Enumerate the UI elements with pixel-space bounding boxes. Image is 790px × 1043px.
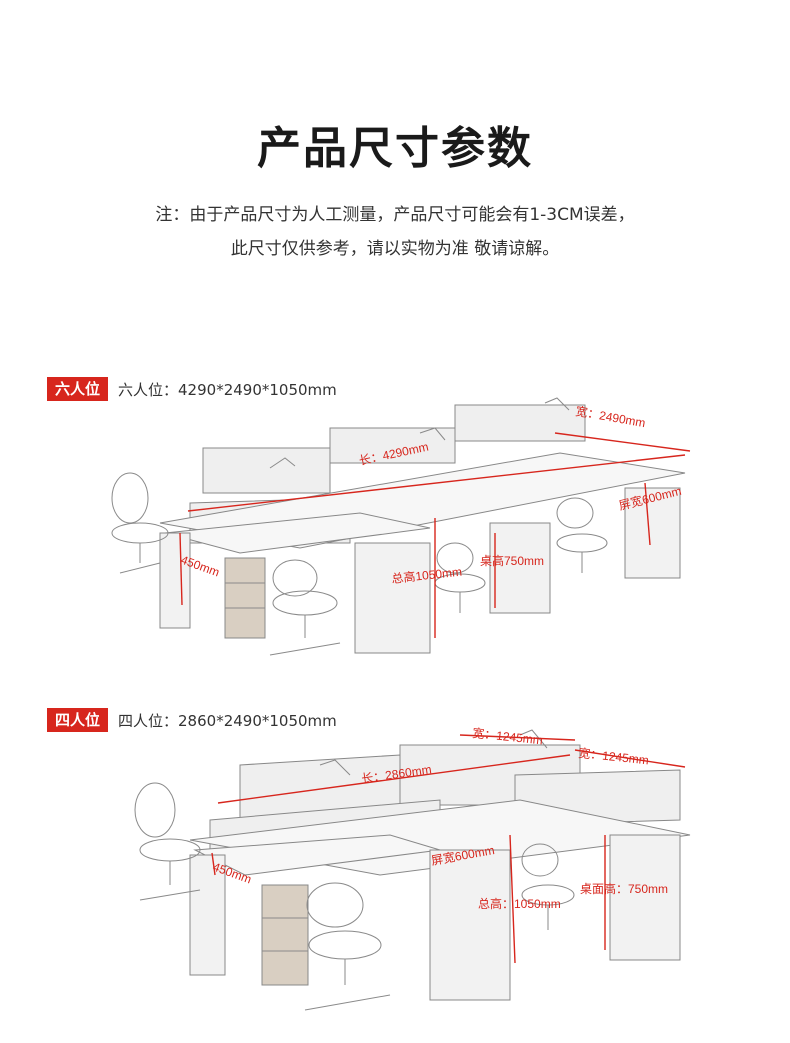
office-chair bbox=[556, 497, 608, 573]
desk-leg bbox=[159, 532, 191, 629]
desk-leg bbox=[429, 849, 511, 1001]
lamp bbox=[544, 397, 570, 411]
lamp bbox=[319, 759, 351, 776]
width-label-2: 宽：1245mm bbox=[578, 745, 650, 767]
office-chair bbox=[111, 472, 169, 574]
four-seat-badge: 四人位 bbox=[47, 708, 109, 732]
screen-panel bbox=[454, 404, 586, 442]
drawer-cabinet bbox=[224, 557, 266, 639]
office-chair bbox=[304, 882, 391, 1011]
measurement-note: 注：由于产品尺寸为人工测量，产品尺寸可能会有1-3CM误差， bbox=[155, 205, 635, 225]
page-title: 产品尺寸参数 bbox=[257, 123, 533, 174]
six-seat-badge: 六人位 bbox=[47, 377, 109, 401]
lamp bbox=[269, 457, 296, 469]
drawer-cabinet bbox=[261, 884, 309, 986]
desk-height-label: 桌面高：750mm bbox=[580, 881, 668, 896]
six-seat-header: 六人位 六人位：4290*2490*1050mm bbox=[47, 377, 337, 401]
six-seat-workstation-illustration: 长：4290mm 宽：2490mm 屏宽600mm 总高1050mm 桌高750… bbox=[111, 397, 691, 656]
four-seat-header: 四人位 四人位：2860*2490*1050mm bbox=[47, 708, 337, 732]
total-height-label: 总高：1050mm bbox=[478, 896, 561, 911]
lamp bbox=[419, 427, 446, 441]
four-seat-workstation-illustration: 长：2860mm 宽：1245mm 宽：1245mm 屏宽600mm 总高：10… bbox=[134, 725, 691, 1011]
desk-leg bbox=[624, 487, 681, 579]
width-label-1: 宽：1245mm bbox=[472, 725, 544, 747]
screen-panel bbox=[202, 447, 331, 494]
office-chair bbox=[521, 843, 575, 930]
screen-panel bbox=[329, 427, 456, 464]
desk-leg bbox=[354, 542, 431, 654]
desk-leg bbox=[609, 834, 681, 961]
total-height-label: 总高1050mm bbox=[391, 564, 463, 586]
desk-leg bbox=[489, 522, 551, 614]
office-chair bbox=[134, 782, 201, 901]
desk-leg bbox=[189, 854, 226, 976]
four-seat-spec: 四人位：2860*2490*1050mm bbox=[118, 711, 337, 730]
lamp bbox=[519, 729, 548, 749]
office-chair bbox=[269, 559, 341, 656]
desk-top bbox=[164, 512, 431, 554]
desk-height-label: 桌高750mm bbox=[480, 553, 544, 568]
six-seat-spec: 六人位：4290*2490*1050mm bbox=[118, 380, 337, 399]
measurement-note-2: 此尺寸仅供参考，请以实物为准 敬请谅解。 bbox=[230, 239, 560, 259]
